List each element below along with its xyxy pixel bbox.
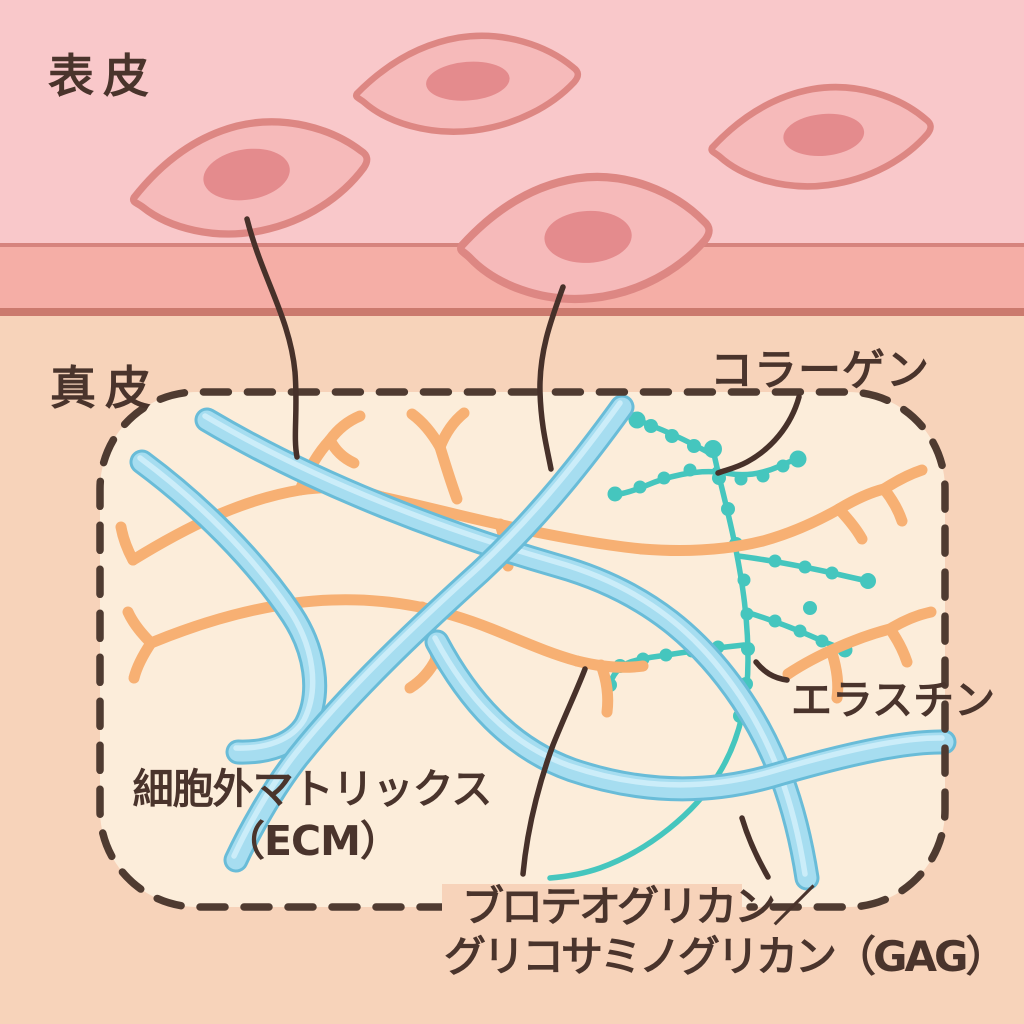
leader-cell-left bbox=[244, 216, 300, 460]
gag-label-line2: グリコサミノグリカン（GAG） bbox=[444, 932, 1007, 981]
ecm-label-line1: 細胞外マトリックス bbox=[132, 765, 493, 813]
collagen-fiber bbox=[424, 629, 957, 802]
leader-collagen bbox=[715, 394, 802, 476]
label-backdrop bbox=[442, 884, 742, 932]
leader-lines bbox=[244, 216, 802, 880]
leader-cell-center bbox=[537, 284, 566, 472]
epidermis-cell bbox=[124, 106, 375, 250]
epidermis-label: 表皮 bbox=[48, 49, 158, 103]
membrane-bottom-line bbox=[0, 308, 1024, 316]
gag-label-line1: ブロテオグリカン／ bbox=[462, 882, 815, 931]
dermis-label: 真皮 bbox=[50, 361, 160, 415]
leader-elastin bbox=[753, 659, 790, 683]
leader-gag-left bbox=[520, 666, 588, 877]
leader-gag-right bbox=[739, 815, 771, 880]
epidermis-cell bbox=[457, 171, 712, 305]
dashed-ecm-border bbox=[96, 388, 949, 911]
ecm-label-line2: （ECM） bbox=[224, 817, 401, 865]
elastin-label: エラスチン bbox=[791, 676, 996, 724]
collagen-fiber bbox=[129, 449, 328, 765]
collagen-label: コラーゲン bbox=[710, 346, 930, 396]
collagen-fiber bbox=[194, 407, 820, 891]
epidermis-cell bbox=[352, 28, 581, 140]
epidermis-cell bbox=[707, 79, 935, 195]
collagen-fiber bbox=[223, 394, 635, 873]
ecm-label: 細胞外マトリックス （ECM） bbox=[126, 763, 498, 867]
proteoglycan-gag-label: ブロテオグリカン／ グリコサミノグリカン（GAG） bbox=[444, 882, 1007, 982]
